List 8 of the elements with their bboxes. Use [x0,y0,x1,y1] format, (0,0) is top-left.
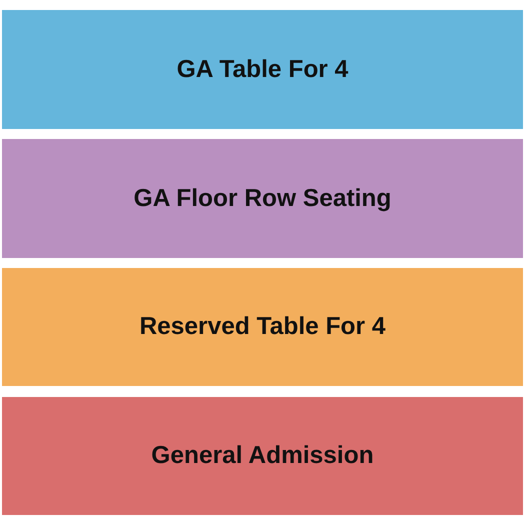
seating-section [2,397,523,515]
section-name: GA Table For 4 [176,54,348,84]
seating-section [2,268,523,386]
section-name: General Admission [151,441,374,471]
seating-section [2,10,523,128]
seating-section [2,139,523,258]
section-name: GA Floor Row Seating [134,184,392,213]
section-name: Reserved Table For 4 [139,312,386,342]
